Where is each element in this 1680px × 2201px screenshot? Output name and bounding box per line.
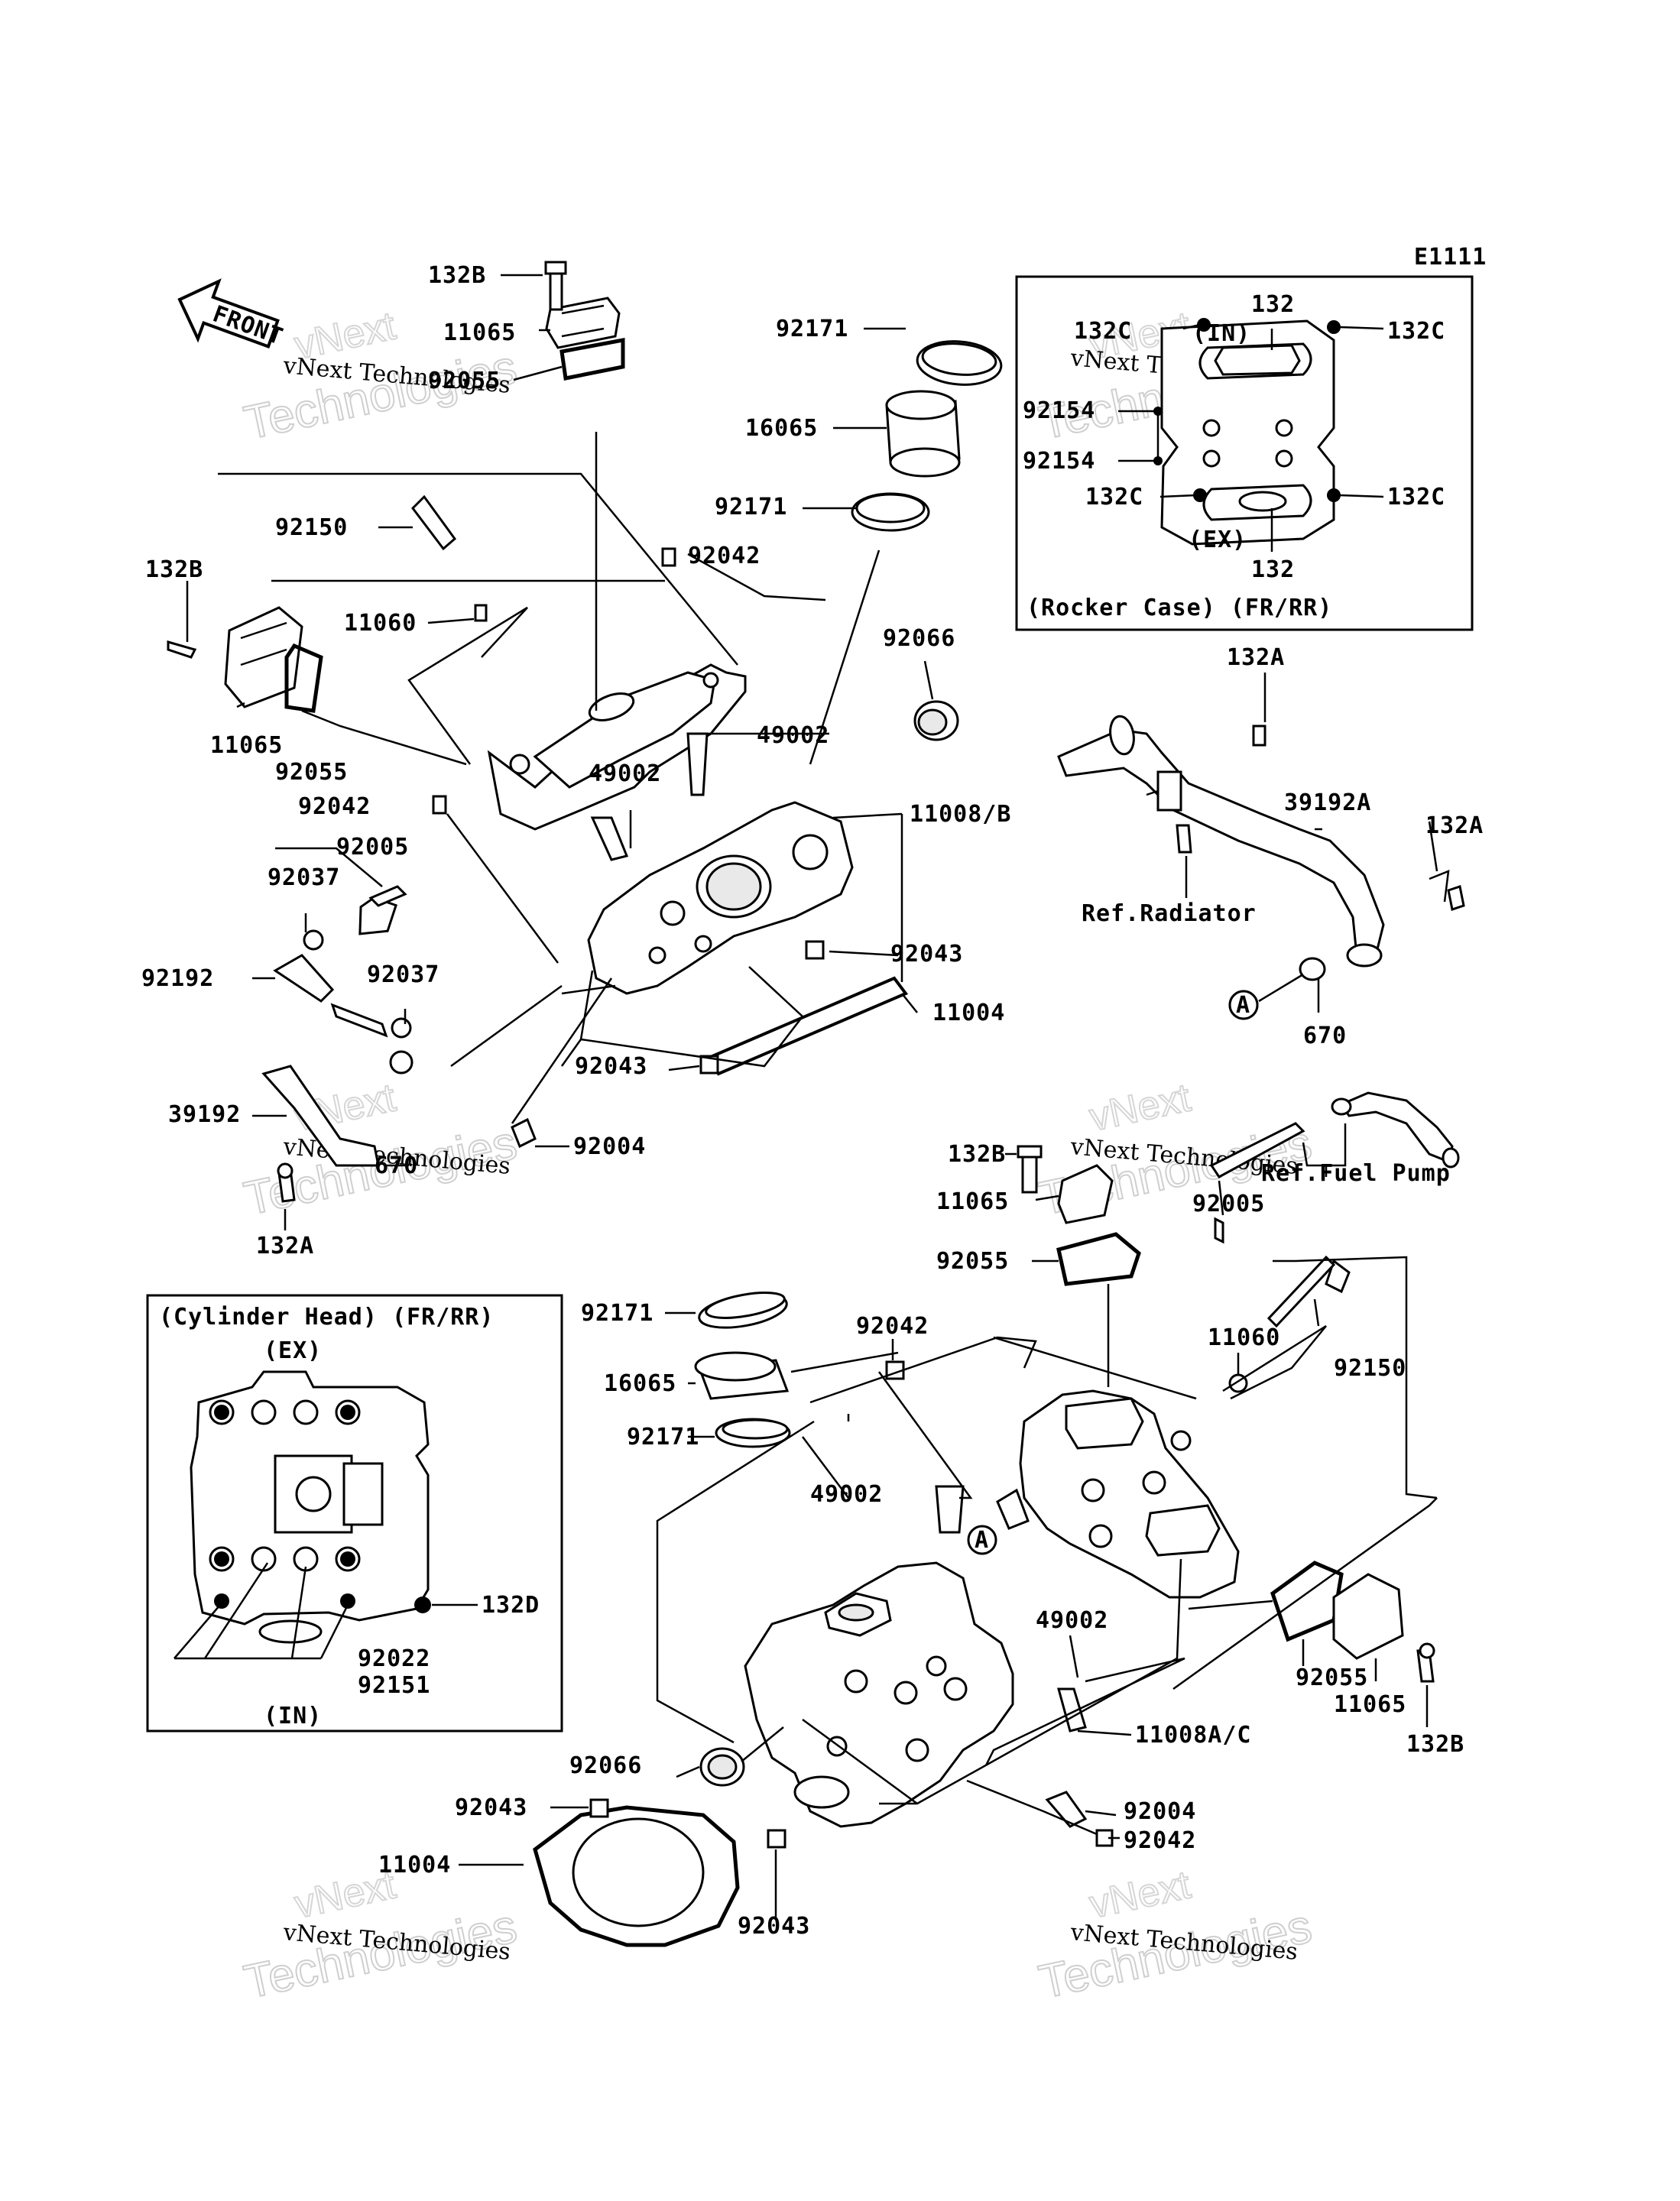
label-92055-bottom: 92055 bbox=[1296, 1665, 1368, 1691]
label-11004-bottom: 11004 bbox=[378, 1852, 451, 1878]
label-92066-top: 92066 bbox=[883, 625, 955, 652]
label-11060-top: 11060 bbox=[344, 610, 417, 637]
diagram-code: E1111 bbox=[1414, 244, 1487, 271]
watermark-6: vNext Technologies vNext Technologies bbox=[1034, 1862, 1317, 2009]
cyl-inset-ex-label: (EX) bbox=[264, 1337, 322, 1364]
bottom-assembly: A 132B 11065 92055 92042 bbox=[378, 1141, 1464, 1947]
label-132A-right-b: 132A bbox=[1425, 812, 1484, 839]
label-92037-top-a: 92037 bbox=[268, 864, 340, 891]
label-92004-top: 92004 bbox=[573, 1133, 646, 1160]
cyl-inset-label-132D: 132D bbox=[482, 1592, 540, 1619]
label-92037-top-b: 92037 bbox=[367, 961, 439, 988]
label-49002-top-a: 49002 bbox=[757, 722, 829, 749]
label-92150-bottom: 92150 bbox=[1334, 1355, 1406, 1382]
label-132B-left: 132B bbox=[145, 556, 203, 583]
label-92171-top-a: 92171 bbox=[776, 316, 848, 342]
label-670-top: 670 bbox=[375, 1152, 418, 1179]
watermark-brand: vNext bbox=[1085, 1075, 1195, 1139]
inset-label-132C-br: 132C bbox=[1387, 484, 1445, 511]
label-92043-top-a: 92043 bbox=[890, 941, 963, 968]
label-92055-top: 92055 bbox=[428, 368, 501, 394]
label-132B-right: 132B bbox=[948, 1141, 1006, 1168]
cylinder-head-top-drawing bbox=[190, 1370, 431, 1644]
label-670-right: 670 bbox=[1303, 1023, 1347, 1049]
label-11065-top: 11065 bbox=[443, 319, 516, 346]
inset-label-132C-tr: 132C bbox=[1387, 318, 1445, 345]
label-16065-bottom: 16065 bbox=[604, 1370, 676, 1397]
rocker-case-inset: 132 (IN) 132C 132C 92154 92154 132C 132C… bbox=[1015, 275, 1474, 631]
label-132A-top: 132A bbox=[256, 1233, 314, 1259]
label-92043-bottom-b: 92043 bbox=[738, 1913, 810, 1940]
inset-label-92154-b: 92154 bbox=[1023, 448, 1095, 475]
inset-label-132-bottom: 132 bbox=[1251, 556, 1295, 583]
label-92005-top: 92005 bbox=[336, 834, 409, 861]
label-92042-bottom-b: 92042 bbox=[1124, 1827, 1196, 1854]
label-39192-top: 39192 bbox=[168, 1101, 241, 1128]
label-92042-bottom: 92042 bbox=[856, 1313, 929, 1340]
label-11065-right: 11065 bbox=[936, 1188, 1009, 1215]
label-49002-bottom-a: 49002 bbox=[810, 1481, 883, 1508]
watermark-brand: vNext bbox=[1085, 1862, 1195, 1927]
label-39192A: 39192A bbox=[1284, 789, 1371, 816]
cyl-inset-label-92151: 92151 bbox=[358, 1672, 430, 1699]
front-arrow: FRONT bbox=[177, 278, 287, 351]
cyl-inset-in-label: (IN) bbox=[264, 1703, 322, 1729]
circle-ref-A-bottom: A bbox=[975, 1527, 989, 1554]
label-ref-radiator: Ref.Radiator bbox=[1082, 900, 1257, 927]
label-11008B: 11008/B bbox=[910, 801, 1011, 828]
label-11004-top: 11004 bbox=[932, 1000, 1005, 1026]
rocker-case-drawing bbox=[1153, 318, 1341, 546]
circle-ref-A-top: A bbox=[1236, 992, 1250, 1019]
inset-label-132-top: 132 bbox=[1251, 291, 1295, 318]
cyl-inset-label-92022: 92022 bbox=[358, 1645, 430, 1672]
label-11008AC: 11008A/C bbox=[1135, 1722, 1252, 1749]
label-16065-top: 16065 bbox=[745, 415, 818, 442]
label-92004-bottom: 92004 bbox=[1124, 1798, 1196, 1825]
label-ref-fuel-pump: Ref.Fuel Pump bbox=[1261, 1160, 1451, 1187]
fuel-pipe-group: Ref.Fuel Pump 92005 bbox=[1192, 1091, 1460, 1244]
label-92171-bottom-a: 92171 bbox=[581, 1300, 654, 1327]
inset-label-92154-a: 92154 bbox=[1023, 397, 1095, 424]
label-92066-bottom: 92066 bbox=[569, 1752, 642, 1779]
cylinder-head-inset: (Cylinder Head) (FR/RR) (EX) 132 bbox=[146, 1294, 563, 1733]
label-92042-top-b: 92042 bbox=[298, 793, 371, 820]
label-11065-bottom: 11065 bbox=[1334, 1691, 1406, 1718]
label-92043-bottom-a: 92043 bbox=[455, 1794, 527, 1821]
inset-in-label: (IN) bbox=[1192, 320, 1250, 347]
inset-label-132C-bl: 132C bbox=[1085, 484, 1143, 511]
label-92171-top-b: 92171 bbox=[715, 494, 787, 520]
label-92005-right: 92005 bbox=[1192, 1191, 1265, 1217]
water-pipe-group: A 132A 39192A 132A Ref.Radiator 670 bbox=[1057, 644, 1484, 1049]
label-132B-bottom: 132B bbox=[1406, 1731, 1464, 1758]
label-132B-top: 132B bbox=[428, 262, 486, 289]
label-92150-top: 92150 bbox=[275, 514, 348, 541]
watermark-5: vNext Technologies vNext Technologies bbox=[239, 1862, 522, 2009]
rocker-case-inset-title: (Rocker Case) (FR/RR) bbox=[1026, 595, 1332, 621]
watermark-3: vNext Technologies vNext Technologies bbox=[239, 1075, 522, 1226]
top-assembly: 132B 11065 92055 92171 16065 92171 92150… bbox=[141, 261, 1011, 1259]
front-label: FRONT bbox=[209, 300, 287, 350]
label-92171-bottom-b: 92171 bbox=[627, 1424, 699, 1451]
label-92055-left: 92055 bbox=[275, 759, 348, 786]
inset-ex-label: (EX) bbox=[1189, 527, 1247, 553]
inset-label-132C-tl: 132C bbox=[1074, 318, 1132, 345]
label-92042-top-a: 92042 bbox=[688, 543, 761, 569]
label-132A-right-a: 132A bbox=[1227, 644, 1285, 671]
cylinder-head-inset-title: (Cylinder Head) (FR/RR) bbox=[159, 1304, 494, 1331]
label-49002-bottom-b: 49002 bbox=[1036, 1607, 1108, 1634]
label-92055-right: 92055 bbox=[936, 1248, 1009, 1275]
label-49002-top-b: 49002 bbox=[589, 760, 661, 787]
label-92043-top-b: 92043 bbox=[575, 1053, 647, 1080]
label-11065-left: 11065 bbox=[210, 732, 283, 759]
label-92192-top: 92192 bbox=[141, 965, 214, 992]
label-11060-bottom: 11060 bbox=[1208, 1324, 1280, 1351]
